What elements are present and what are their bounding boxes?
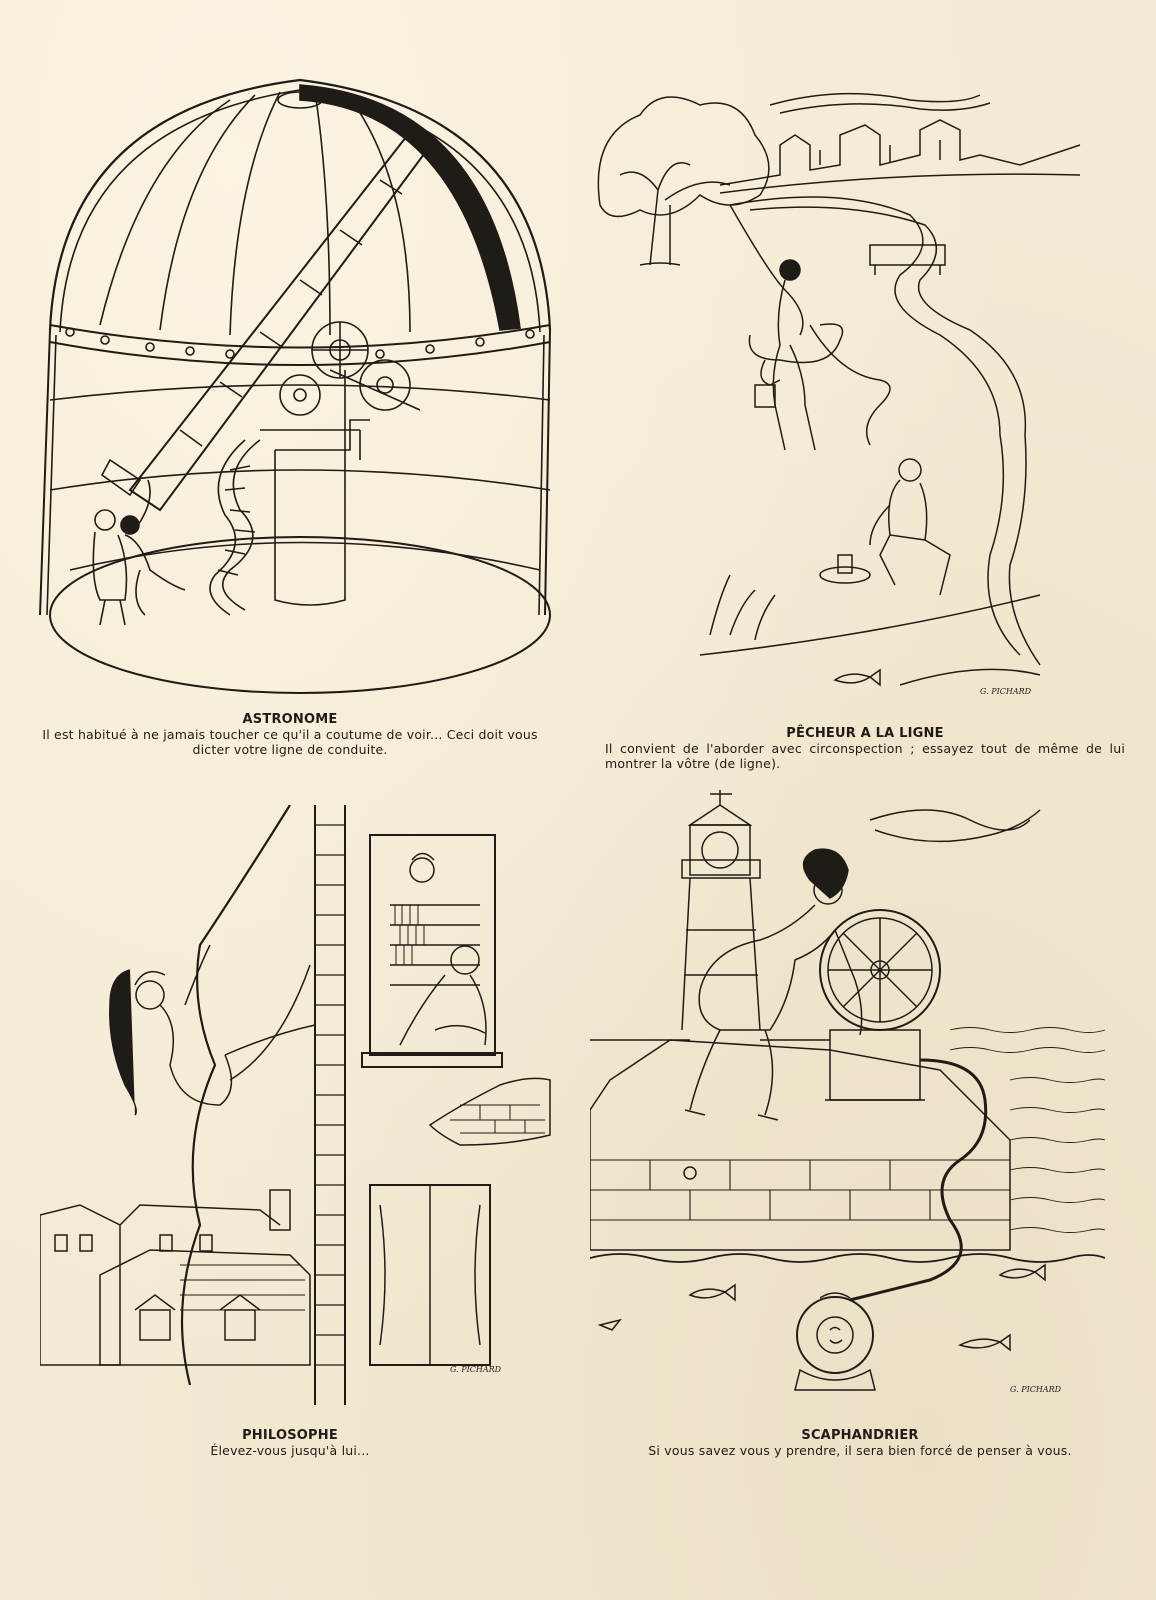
caption-title: ASTRONOME xyxy=(242,712,338,727)
caption-philosophe: PHILOSOPHE Élevez-vous jusqu'à lui... xyxy=(170,1428,410,1458)
illustration-scaphandrier: G. PICHARD xyxy=(590,780,1110,1420)
caption-scaphandrier: SCAPHANDRIER Si vous savez vous y prendr… xyxy=(600,1428,1120,1458)
caption-pecheur: PÊCHEUR A LA LIGNE Il convient de l'abor… xyxy=(605,726,1125,771)
caption-text: Élevez-vous jusqu'à lui... xyxy=(210,1443,370,1458)
caption-text: Si vous savez vous y prendre, il sera bi… xyxy=(648,1443,1072,1458)
signature: G. PICHARD xyxy=(1010,1385,1062,1394)
illustration-philosophe: G. PICHARD xyxy=(40,805,560,1420)
signature: G. PICHARD xyxy=(980,687,1032,696)
signature: G. PICHARD xyxy=(450,1365,502,1374)
caption-text: Il est habitué à ne jamais toucher ce qu… xyxy=(42,727,538,757)
caption-astronome: ASTRONOME Il est habitué à ne jamais tou… xyxy=(40,712,540,757)
illustration-pecheur: G. PICHARD xyxy=(580,75,1100,715)
caption-title: PHILOSOPHE xyxy=(242,1428,338,1443)
caption-title: SCAPHANDRIER xyxy=(801,1428,919,1443)
illustration-astronome xyxy=(30,70,570,710)
caption-text: Il convient de l'aborder avec circonspec… xyxy=(605,741,1125,771)
caption-title: PÊCHEUR A LA LIGNE xyxy=(786,726,944,741)
